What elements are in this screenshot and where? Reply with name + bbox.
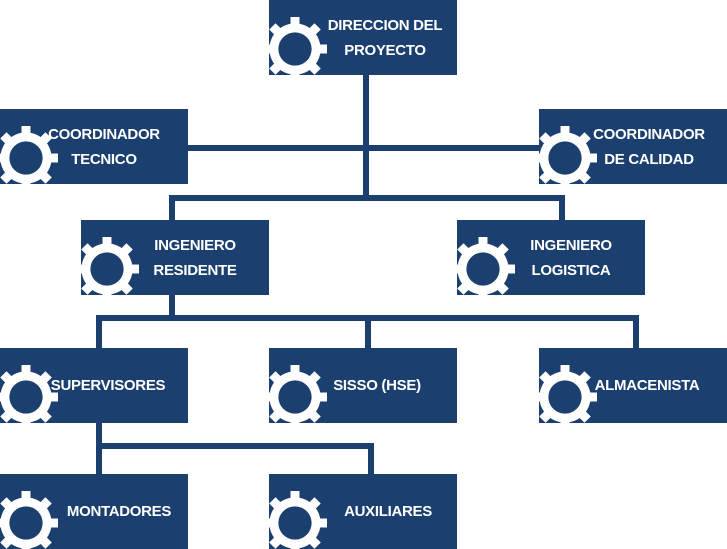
node-ingeniero-residente: INGENIERO RESIDENTE bbox=[81, 220, 269, 295]
node-label-line2: DE CALIDAD bbox=[604, 150, 694, 168]
node-label-line1: AUXILIARES bbox=[344, 503, 432, 520]
node-supervisores: SUPERVISORES bbox=[0, 348, 188, 423]
node-label-line1: SUPERVISORES bbox=[50, 377, 166, 394]
node-label-line1: DIRECCION DEL bbox=[327, 16, 443, 34]
node-montadores: MONTADORES bbox=[0, 474, 188, 549]
node-label-line2: TECNICO bbox=[71, 150, 137, 168]
node-almacenista: ALMACENISTA bbox=[539, 348, 727, 423]
node-label-line1: MONTADORES bbox=[66, 503, 172, 520]
node-label-line1: INGENIERO bbox=[154, 236, 236, 254]
node-coordinador-de-calidad: COORDINADOR DE CALIDAD bbox=[539, 109, 727, 184]
node-auxiliares: AUXILIARES bbox=[269, 474, 457, 549]
node-label-line1: INGENIERO bbox=[530, 236, 612, 254]
node-label-line2: LOGISTICA bbox=[531, 261, 611, 279]
node-label-line1: SISSO (HSE) bbox=[333, 377, 421, 394]
node-sisso-hse: SISSO (HSE) bbox=[269, 348, 457, 423]
node-label-line2: RESIDENTE bbox=[153, 261, 237, 279]
node-ingeniero-logistica: INGENIERO LOGISTICA bbox=[457, 220, 645, 295]
node-label-line2: PROYECTO bbox=[344, 41, 426, 59]
node-direccion-del-proyecto: DIRECCION DEL PROYECTO bbox=[269, 0, 457, 75]
node-coordinador-tecnico: COORDINADOR TECNICO bbox=[0, 109, 188, 184]
node-label-line1: COORDINADOR bbox=[593, 125, 705, 143]
node-label-line1: COORDINADOR bbox=[48, 125, 160, 143]
node-label-line1: ALMACENISTA bbox=[594, 377, 700, 394]
